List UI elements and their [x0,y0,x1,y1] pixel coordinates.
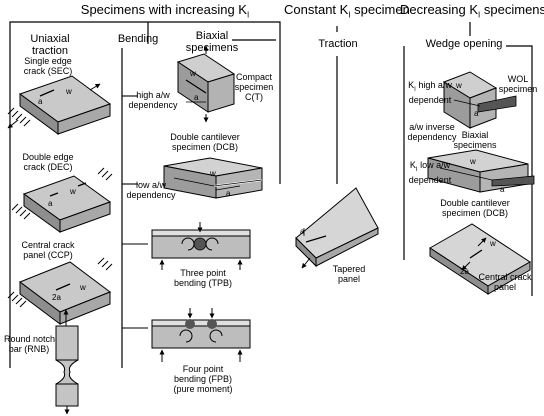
label-dcb-right: Double cantilever specimen (DCB) [440,198,510,218]
wol-specimen-drawing [442,71,517,129]
dim-w-sec: w [65,87,72,96]
label-fpb: Four point bending (FPB) (pure moment) [173,364,233,394]
dcb-right-specimen-drawing [427,149,535,193]
dim-a-sec: a [38,97,43,106]
dim-w-ccp: w [79,283,86,292]
header-constant: Constant KI specimen [284,2,410,20]
column-wedge: Wedge opening [425,38,503,50]
label-dcb-mid: Double cantilever specimen (DCB) [170,132,240,152]
dim-2a-ccp: 2a [52,293,61,302]
rnb-specimen-drawing [55,309,79,415]
column-traction: Traction [318,38,358,50]
dcb-mid-specimen-drawing [163,157,263,199]
label-aw-inverse: a/w inverse dependency [407,122,457,142]
dec-specimen-drawing [11,167,113,233]
fpb-specimen-drawing [151,308,251,362]
dim-w-ccpr: w [489,239,496,248]
dim-2a-ccpr: 2a [460,267,469,276]
label-low-aw: low a/w dependency [126,180,176,200]
dim-a-ct: a [194,93,199,102]
label-ct: Compact specimen C(T) [234,72,274,102]
column-uniaxial: Uniaxial traction [30,33,70,57]
dim-a-dcbr: a [500,185,505,194]
label-tpb: Three point bending (TPB) [173,268,233,288]
label-rnb: Round notch bar (RNB) [4,334,56,354]
column-biaxial: Biaxial specimens [185,30,239,54]
bending-connectors [122,95,148,329]
dim-w-dcbr: w [469,157,476,166]
label-ccp: Central crack panel (CCP) [21,240,75,260]
sec-specimen-drawing [7,75,112,135]
ct-specimen-drawing [176,45,236,123]
column-bending: Bending [117,33,159,45]
label-wol: WOL specimen [498,74,538,94]
header-increasing: Specimens with increasing KI [80,2,250,20]
label-dec: Double edge crack (DEC) [22,152,74,172]
dim-w-wol: w [455,81,462,90]
label-ccp-right: Central crack panel [478,272,532,292]
ccp-right-specimen-drawing [429,223,531,295]
label-k-high: KI high a/w dependent [408,80,452,105]
dimension-letters: a w a w 2a w w a w a a w a w a w 2a [38,69,505,302]
dim-w-ct: w [189,69,196,78]
tapered-panel-drawing [295,187,379,269]
tree-lines [9,21,533,368]
dim-a-dcb: a [226,189,231,198]
tpb-specimen-drawing [151,222,251,270]
dim-a-dec: a [48,199,53,208]
dim-w-dcb: w [209,169,216,178]
dim-a-tap: a [300,227,305,236]
label-sec: Single edge crack (SEC) [23,56,73,76]
label-k-low: KI low a/w dependent [408,160,452,185]
header-decreasing: Decreasing KI specimens [400,2,544,20]
label-biaxial-right: Biaxial specimens [453,130,497,150]
dim-w-dec: w [69,187,76,196]
dim-a-wol: a [474,109,479,118]
label-high-aw: high a/w dependency [128,90,178,110]
label-tapered: Tapered panel [332,264,366,284]
ccp-specimen-drawing [7,257,113,325]
